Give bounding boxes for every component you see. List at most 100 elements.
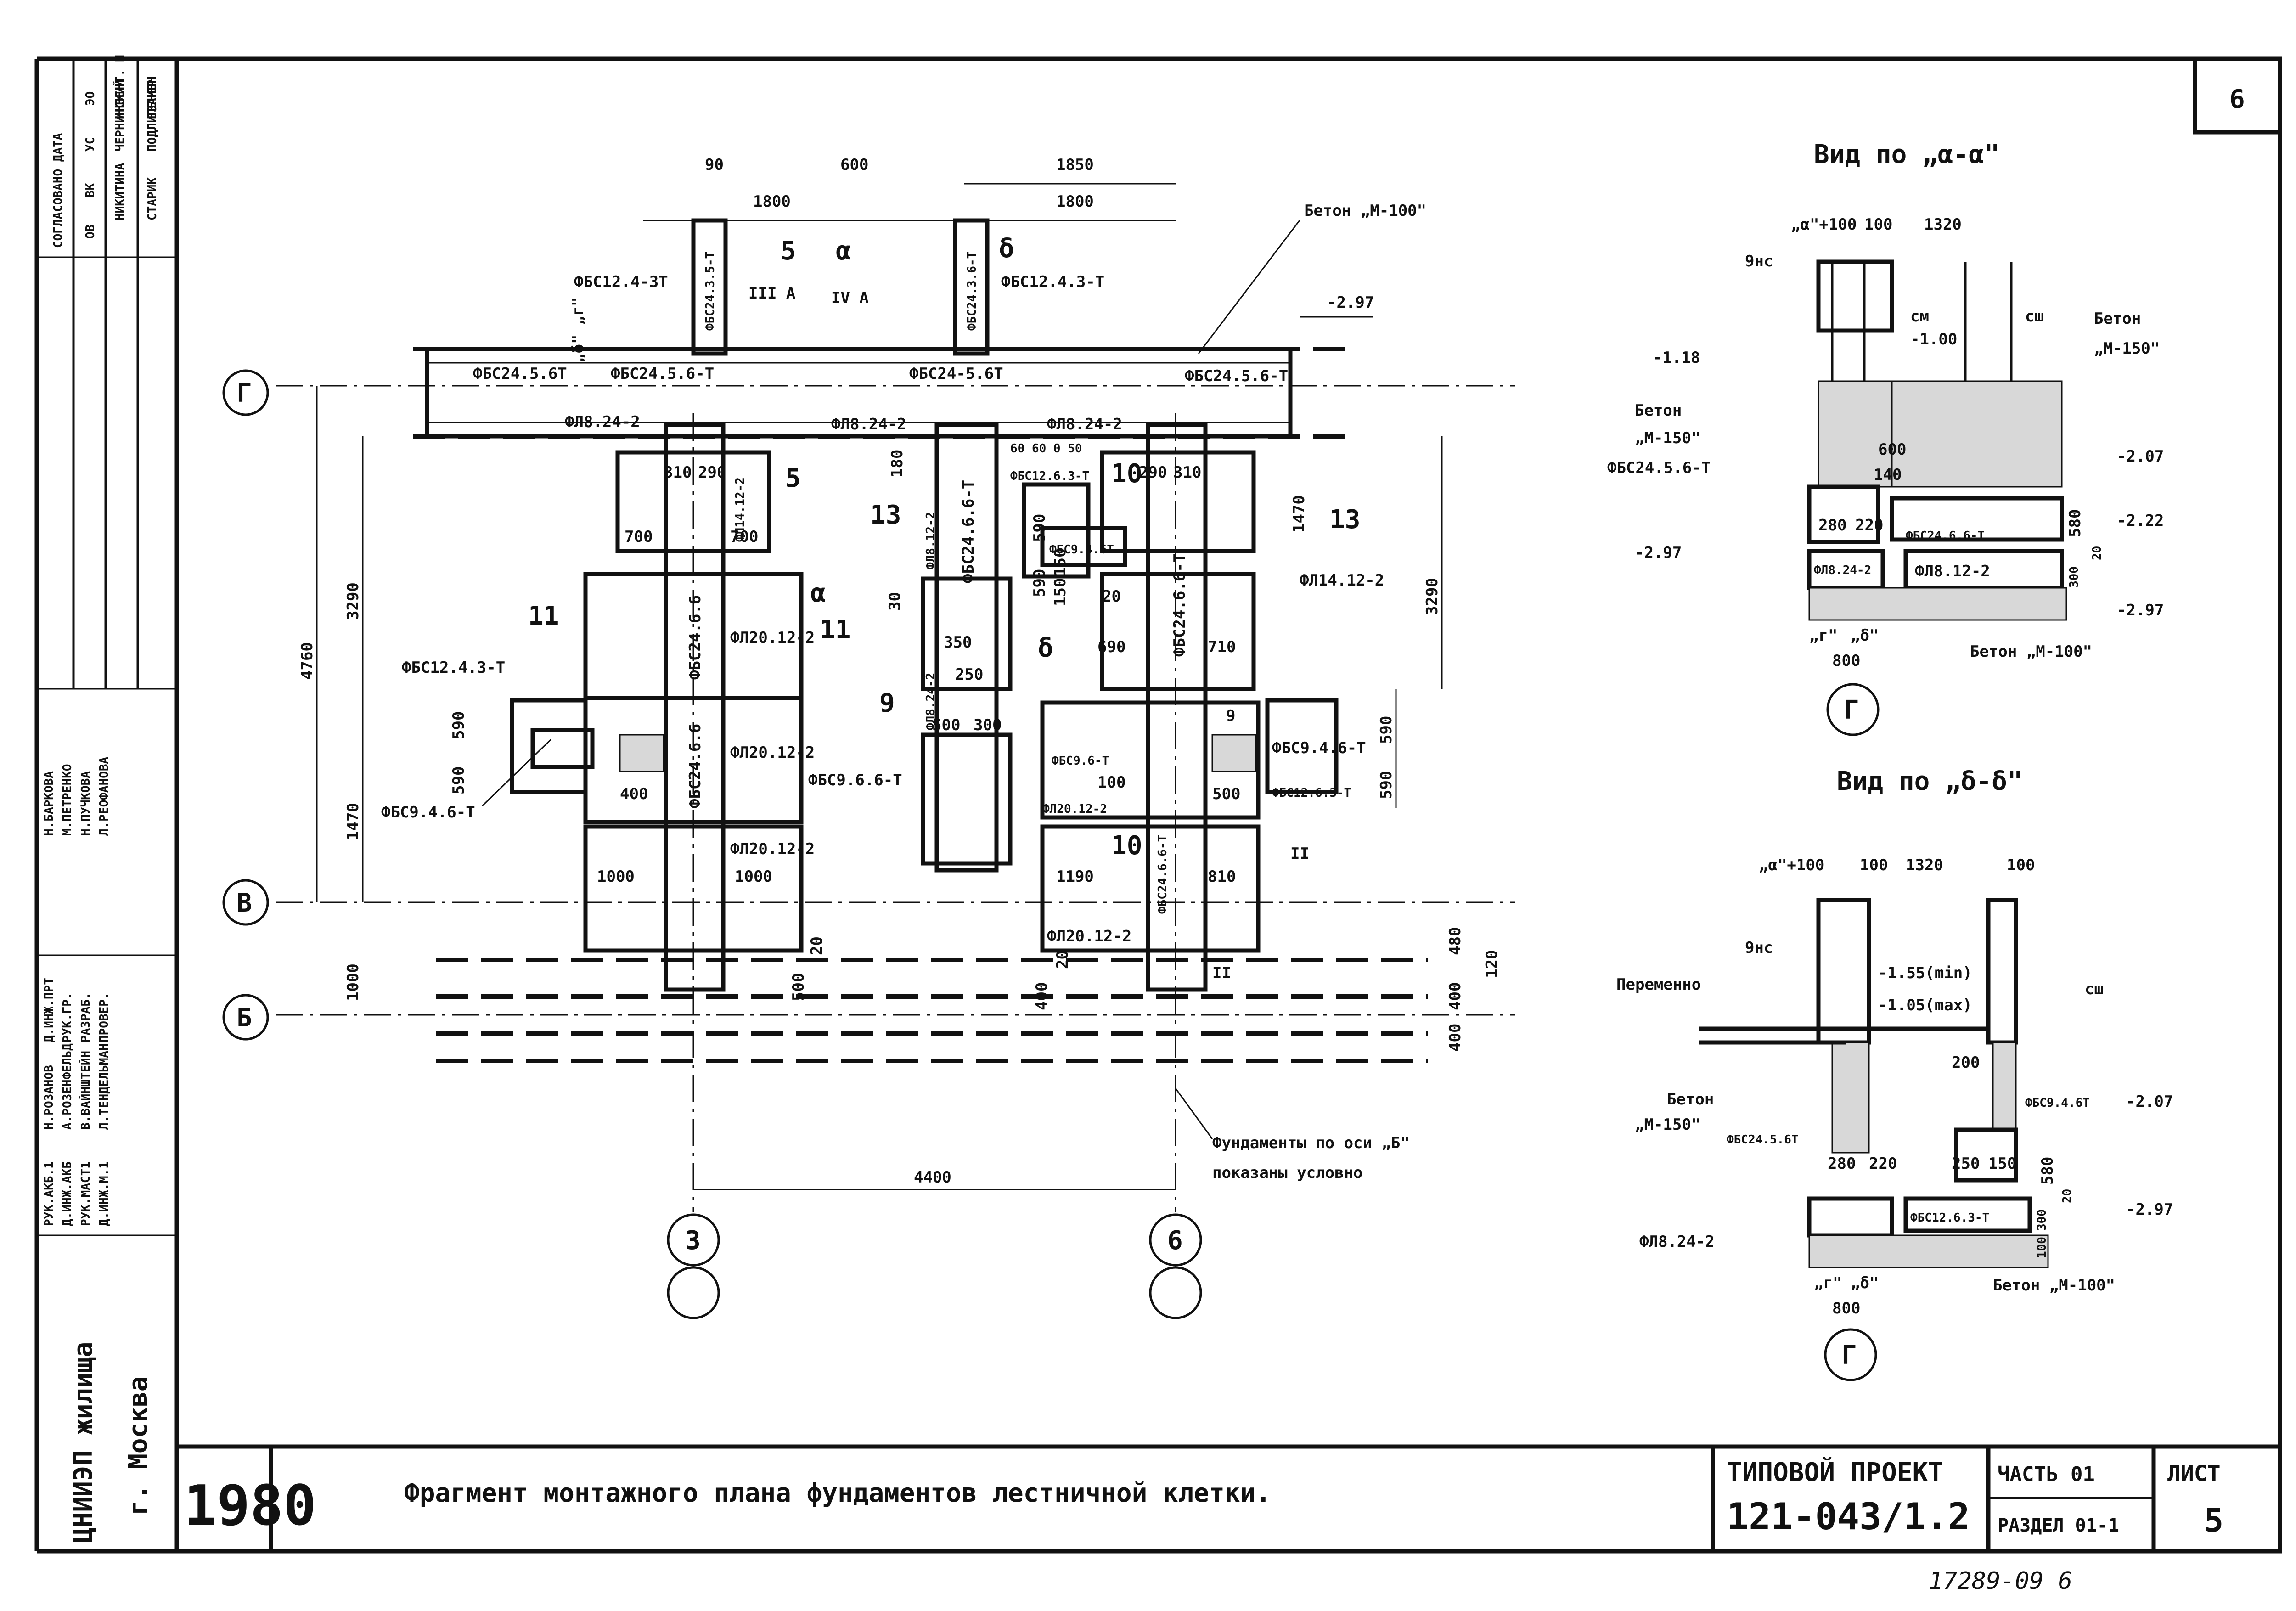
dim-right-480: 480 bbox=[1446, 927, 1464, 955]
axis-b: Б bbox=[236, 1003, 252, 1033]
dim-in-24: 1000 bbox=[597, 867, 635, 886]
va-lbl-11: ФБС24.6.6-Т bbox=[1906, 529, 1985, 543]
dim-in-14: 30 bbox=[886, 592, 904, 611]
dim-in-5: 180 bbox=[888, 450, 906, 478]
lbl-9: ФЛ8.24-2 bbox=[565, 413, 640, 431]
lbl-13: ФБС24.6.6 bbox=[686, 595, 704, 680]
dim-in-7: 290 bbox=[1139, 463, 1167, 482]
va-lbl-8: Бетон bbox=[1635, 401, 1682, 420]
lbl-12: ФЛ14.12-2 bbox=[733, 477, 747, 542]
vb-lbl-9: ФБС9.4.6Т bbox=[2025, 1096, 2090, 1110]
lbl-5: ФБС24.5.6Т bbox=[473, 365, 567, 383]
staff-role-3: РУК.МАСТ1 bbox=[79, 1161, 93, 1226]
lbl-2: ФБС24.3.5-Т bbox=[703, 252, 717, 331]
lbl-26: ФБС9.6-Т bbox=[1052, 754, 1109, 768]
va-dim-2: 100 bbox=[1864, 215, 1892, 234]
stamp-side-1: ИНВЕНТ. N bbox=[113, 55, 127, 119]
stamp-name-1: НИКИТИНА bbox=[113, 163, 127, 220]
va-dim-4: 600 bbox=[1878, 440, 1906, 459]
dim-in-1: 700 bbox=[625, 528, 653, 546]
dim-left-4760: 4760 bbox=[298, 642, 316, 680]
dim-in-2: 700 bbox=[730, 528, 758, 546]
org-city: г. Москва bbox=[124, 1376, 153, 1515]
va-dim-10: „δ" bbox=[1851, 626, 1879, 645]
lbl-27: ФБС9.4.6-Т bbox=[1272, 739, 1366, 757]
vb-dim-13: 580 bbox=[2038, 1157, 2057, 1185]
va-dim-7: 220 bbox=[1855, 516, 1883, 535]
mark-2a: II bbox=[1290, 845, 1309, 863]
dim-top-1850: 1850 bbox=[1056, 156, 1094, 174]
dim-in-22: 100 bbox=[1097, 773, 1125, 792]
lbl-14: ФЛ20.12-2 bbox=[730, 629, 815, 647]
staff-name-1: Н.РОЗАНОВ bbox=[42, 1065, 56, 1130]
vb-dim-4: 100 bbox=[2007, 856, 2035, 874]
lbl-24: ФЛ8.24-2 bbox=[924, 673, 938, 730]
view-a-a: Вид по „α-α" Г „α"+100 100 1320 600 140 … bbox=[1607, 140, 2164, 736]
vb-dim-8: 250 bbox=[1952, 1155, 1980, 1173]
staff-name-8: Л.РЕОФАНОВА bbox=[97, 756, 111, 836]
foundation-plan: Г В Б 3 6 bbox=[222, 156, 1515, 1319]
lbl-28: ФЛ20.12-2 bbox=[1042, 802, 1107, 816]
vb-lbl-1: 9нс bbox=[1745, 939, 1773, 957]
va-lbl-5: „М-150" bbox=[2094, 339, 2160, 358]
vb-dim-1: „α"+100 bbox=[1759, 856, 1824, 874]
org-name: ЦНИИЭП жилища bbox=[68, 1342, 98, 1543]
lbl-20: ФЛ14.12-2 bbox=[1300, 571, 1384, 590]
mark-10b: 10 bbox=[1111, 831, 1142, 861]
va-dim-6: 280 bbox=[1818, 516, 1846, 535]
dim-left-590a: 590 bbox=[450, 711, 468, 739]
dim-in-3: 310 bbox=[664, 463, 692, 482]
vb-dim-3: 1320 bbox=[1906, 856, 1943, 874]
lbl-4: ФБС12.4.3-Т bbox=[1001, 273, 1104, 291]
dim-in-21: 400 bbox=[620, 785, 648, 803]
staff-role-2: Д.ИНЖ.АКБ bbox=[61, 1161, 74, 1226]
lbl-21: ФБС12.4.3-Т bbox=[402, 659, 505, 677]
staff-role-6: РУК.ГР. bbox=[61, 992, 74, 1042]
staff-role-4: Д.ИНЖ.М.1 bbox=[97, 1161, 111, 1226]
lbl-7: ФБС24-5.6Т bbox=[909, 365, 1003, 383]
lbl-30: ФЛ20.12-2 bbox=[730, 840, 815, 858]
vb-lbl-7: „М-150" bbox=[1635, 1115, 1700, 1134]
mark-4a: IV А bbox=[831, 289, 869, 307]
project-code: 121-043/1.2 bbox=[1727, 1495, 1970, 1538]
mark-5a: 5 bbox=[781, 236, 796, 266]
vb-lbl-5: -1.05(max) bbox=[1878, 996, 1972, 1014]
mark-delta-a: δ bbox=[999, 234, 1014, 264]
va-lbl-7: -1.00 bbox=[1910, 330, 1957, 349]
stamp-side-2: ВЗАМЕН bbox=[146, 76, 159, 119]
dim-right-400b: 400 bbox=[1446, 1024, 1464, 1052]
vb-dim-5: 200 bbox=[1952, 1053, 1980, 1072]
dim-in-18: 710 bbox=[1208, 638, 1236, 656]
dim-bottom-4400: 4400 bbox=[914, 1168, 951, 1187]
lbl-11: ФЛ8.24-2 bbox=[1047, 415, 1122, 434]
year-stamp: 1980 bbox=[184, 1474, 316, 1538]
lbl-17: ФБС12.6.3-Т bbox=[1010, 469, 1089, 483]
dim-top-90: 90 bbox=[705, 156, 724, 174]
mark-5b: 5 bbox=[785, 463, 801, 493]
lbl-23: ФБС24.6.6 bbox=[686, 724, 704, 808]
va-dim-5: 140 bbox=[1874, 466, 1902, 484]
dim-in-23: 500 bbox=[1212, 785, 1240, 803]
dim-left-1470: 1470 bbox=[344, 803, 362, 840]
va-dim-13: 300 bbox=[2067, 566, 2081, 588]
plan-note-2: показаны условно bbox=[1212, 1164, 1363, 1182]
view-b-axis: Г bbox=[1841, 1341, 1857, 1370]
lbl-18: ФБС9.4.6Т bbox=[1049, 543, 1114, 557]
vb-dim-11: „г" bbox=[1814, 1274, 1842, 1292]
footer-code: 17289-09 6 bbox=[1929, 1567, 2072, 1595]
part-label: ЧАСТЬ 01 bbox=[1998, 1463, 2095, 1486]
view-a-title: Вид по „α-α" bbox=[1814, 140, 2000, 169]
lbl-1: ФБС12.4-3Т bbox=[574, 273, 668, 291]
va-dim-3: 1320 bbox=[1924, 215, 1962, 234]
vb-lbl-13: ФБС12.6.3-Т bbox=[1910, 1211, 1989, 1225]
mark-alpha-a: α bbox=[836, 236, 851, 266]
dim-left-3290: 3290 bbox=[344, 582, 362, 620]
vb-lbl-8: ФБС24.5.6Т bbox=[1727, 1133, 1799, 1147]
va-lbl-2: см bbox=[1910, 307, 1929, 326]
dim-in-9: 590 bbox=[1030, 514, 1049, 542]
va-lbl-18: Бетон „М-100" bbox=[1970, 642, 2092, 661]
approval-stamp: СОГЛАСОВАНО ДАТА ОВ ВК УС ЭО НИКИТИНА ЧЕ… bbox=[37, 55, 177, 690]
staff-role-1: РУК.АКБ.1 bbox=[42, 1161, 56, 1226]
sheet-frame bbox=[174, 56, 2282, 1554]
